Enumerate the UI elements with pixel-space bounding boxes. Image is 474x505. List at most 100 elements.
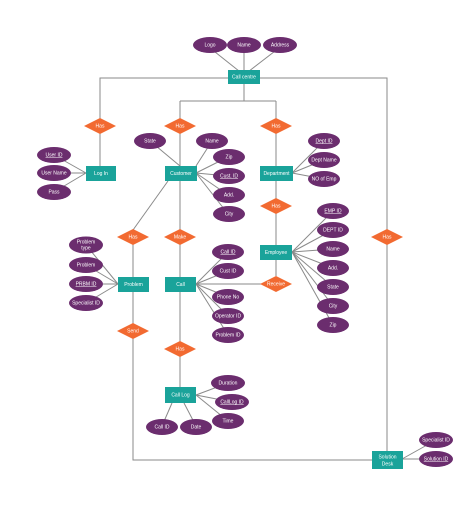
attribute-state-employee: State [317,279,349,295]
entity-label: Call Log [171,392,190,398]
attribute-solution-id: Solution ID [419,451,453,467]
attribute-duration: Duration [211,375,245,391]
attribute-label: Date [191,424,202,430]
attribute-label: Problem [77,262,96,268]
attribute-label-key: CallLog ID [220,399,244,405]
attribute-label: Address [271,42,290,48]
attribute-city-employee: City [317,298,349,314]
attribute-label: Pass [48,189,60,195]
attribute-label: Call ID [154,424,169,430]
attribute-operator-id: Operator ID [212,308,244,324]
attribute-name-call-centre: Name [227,37,261,53]
relationship-label: Send [127,328,139,334]
entity-problem: Problem [118,277,149,292]
entities: Call centre Log In Customer Department E… [86,70,403,469]
attribute-no-of-emp: NO of Emp [308,171,340,187]
entity-call-centre: Call centre [228,70,260,84]
attribute-label: Problem ID [215,332,240,338]
attribute-label: Name [237,42,251,48]
relationship-label: Make [174,234,186,240]
attribute-call-id: Call ID [212,244,244,260]
attribute-label: Logo [204,42,215,48]
attribute-calllog-id: CallLog ID [215,394,249,410]
attribute-zip-customer: Zip [213,149,245,165]
attribute-label-key: Solution ID [424,456,449,462]
attribute-date: Date [180,419,212,435]
attribute-zip-employee: Zip [317,317,349,333]
relationship-send: Send [117,323,149,339]
attribute-label: Name [205,138,219,144]
relationship-has-employee: Has [260,198,292,214]
attribute-dept-id-employee: DEPT ID [317,222,349,238]
entity-department: Department [260,166,293,181]
entity-label: Log In [94,171,108,177]
relationship-has-customer: Has [164,118,196,134]
attribute-label-key: Cust. ID [220,173,238,179]
attribute-city-customer: City [213,206,245,222]
attribute-dept-name: Dept Name [308,152,340,168]
attribute-label: Specialist ID [72,300,100,306]
attribute-label: Specialist ID [422,437,450,443]
relationships: Has Has Has Has Has Make Receive Send [84,118,403,357]
attribute-label: Time [223,418,234,424]
attribute-label-line2: type [81,245,91,251]
attribute-user-id: User ID [37,147,71,163]
attribute-dept-id: Dept ID [308,133,340,149]
attribute-label: Operator ID [215,313,242,319]
entity-employee: Employee [260,245,292,260]
relationship-has-login: Has [84,118,116,134]
relationship-label: Has [272,123,281,129]
relationship-label: Receive [267,281,285,287]
attribute-specialist-id-solution: Specialist ID [419,432,453,448]
attribute-label: City [329,303,338,309]
attribute-name-customer: Name [196,133,228,149]
relationship-label: Has [176,346,185,352]
attribute-label: Zip [226,154,233,160]
attribute-problem: Problem [69,257,103,273]
attribute-state-customer: State [134,133,166,149]
attribute-time: Time [212,413,244,429]
relationship-has-department: Has [260,118,292,134]
entity-label: Call centre [232,74,256,80]
attribute-label: NO of Emp [312,176,337,182]
entity-customer: Customer [165,166,197,181]
attribute-label-key: PRBM ID [76,281,97,287]
attribute-label-key: EMP ID [324,208,342,214]
attribute-problem-type: Problem type [69,236,103,254]
attribute-label-key: User ID [46,152,63,158]
entity-label: Call [176,282,185,288]
relationship-label: Has [96,123,105,129]
attribute-label: Add. [328,265,338,271]
attribute-label: Phone No [217,294,239,300]
entity-label: Department [263,171,290,177]
entity-label-line1: Solution [378,454,396,460]
attribute-prbm-id: PRBM ID [69,276,103,292]
attribute-call-id-log: Call ID [146,419,178,435]
relationship-label: Has [383,234,392,240]
attribute-label: User Name [41,170,67,176]
attribute-label-key: Call ID [220,249,235,255]
entity-label: Problem [124,282,143,288]
entity-label: Customer [170,171,192,177]
attribute-cust-id-call: Cust ID [212,263,244,279]
entity-call-log: Call Log [165,387,196,403]
relationship-label: Has [129,234,138,240]
relationship-has-call-log: Has [164,341,196,357]
attribute-label: Zip [330,322,337,328]
attribute-problem-id: Problem ID [212,327,244,343]
attribute-label: City [225,211,234,217]
attribute-label: Name [326,246,340,252]
attributes: Logo Name Address User ID User Name Pass… [37,37,453,467]
attribute-phone-no: Phone No [212,289,244,305]
attribute-specialist-id-problem: Specialist ID [69,295,103,311]
entity-log-in: Log In [86,166,116,181]
attribute-user-name: User Name [37,165,71,181]
attribute-cust-id: Cust. ID [213,168,245,184]
entity-call: Call [165,277,196,292]
relationship-make: Make [164,229,196,245]
attribute-label: Cust ID [220,268,237,274]
relationship-label: Has [272,203,281,209]
attribute-add-employee: Add. [317,260,349,276]
attribute-label: Dept Name [311,157,337,163]
attribute-label: Duration [219,380,238,386]
